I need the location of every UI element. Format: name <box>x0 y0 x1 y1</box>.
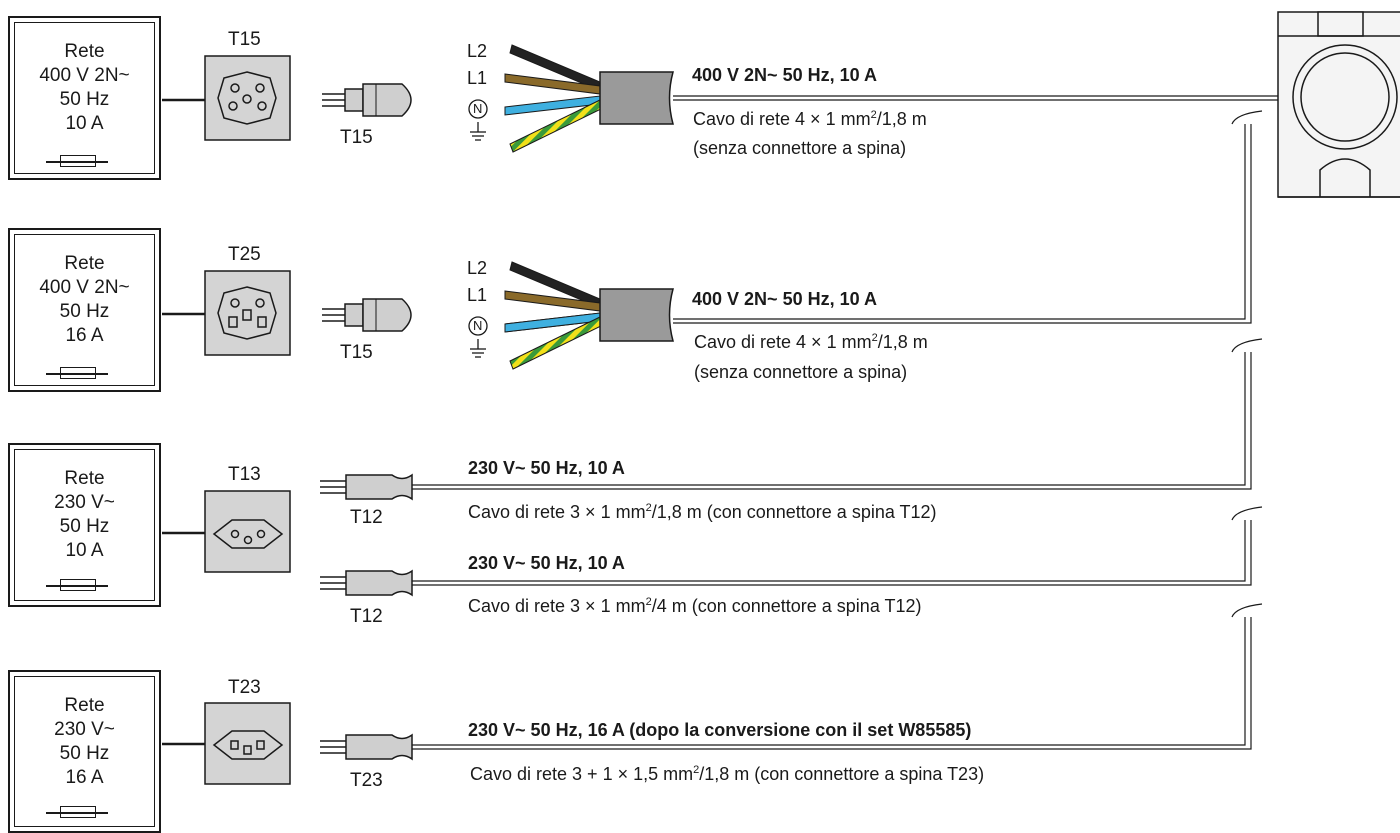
plug-t12-icon <box>320 569 413 597</box>
plug-label: T23 <box>350 770 383 791</box>
supply-voltage: 400 V 2N~ <box>39 277 130 298</box>
wire-label-l1: L1 <box>467 285 488 305</box>
socket-label: T25 <box>228 244 261 265</box>
supply-box-3: Rete 230 V~ 50 Hz 10 A <box>8 443 161 607</box>
socket-t23-icon <box>204 702 291 785</box>
plug-t12-icon <box>320 473 413 501</box>
socket-t15-icon <box>204 55 291 141</box>
earth-icon <box>470 339 486 358</box>
cable-description: Cavo di rete 3 + 1 × 1,5 mm2/1,8 m (con … <box>470 764 985 784</box>
supply-frequency: 50 Hz <box>59 89 110 110</box>
plug-label: T15 <box>340 127 373 148</box>
plug-t15-icon <box>322 298 412 332</box>
supply-box-1: Rete 400 V 2N~ 50 Hz 10 A <box>8 16 161 180</box>
wire-fan-2 <box>504 261 674 370</box>
supply-box-2: Rete 400 V 2N~ 50 Hz 16 A <box>8 228 161 392</box>
fuse-icon <box>60 155 96 167</box>
supply-current: 16 A <box>65 325 104 346</box>
neutral-icon <box>468 99 488 119</box>
supply-title: Rete <box>64 41 105 62</box>
supply-current: 10 A <box>65 540 104 561</box>
socket-label: T13 <box>228 464 261 485</box>
plug-label: T12 <box>350 606 383 627</box>
wire-label-l2: L2 <box>467 41 488 61</box>
supply-title: Rete <box>64 468 105 489</box>
socket-t25-icon <box>204 270 291 356</box>
appliance-icon <box>1277 11 1400 198</box>
supply-title: Rete <box>64 253 105 274</box>
cable-description: Cavo di rete 3 × 1 mm2/4 m (con connetto… <box>468 596 922 616</box>
socket-t13-icon <box>204 490 291 573</box>
socket-label: T15 <box>228 29 261 50</box>
earth-icon <box>470 122 486 141</box>
cable-description-note: (senza connettore a spina) <box>693 138 907 158</box>
cable-description: Cavo di rete 4 × 1 mm2/1,8 m <box>694 332 928 352</box>
cable-rating: 230 V~ 50 Hz, 10 A <box>468 458 625 478</box>
cable-rating: 400 V 2N~ 50 Hz, 10 A <box>692 65 877 85</box>
cable-rating: 230 V~ 50 Hz, 10 A <box>468 553 625 573</box>
wire-fan-1 <box>504 44 674 153</box>
cable-description: Cavo di rete 4 × 1 mm2/1,8 m <box>693 109 927 129</box>
supply-voltage: 230 V~ <box>54 492 115 513</box>
wire-label-l2: L2 <box>467 258 488 278</box>
plug-t15-icon <box>322 83 412 117</box>
supply-frequency: 50 Hz <box>59 743 110 764</box>
plug-t23-icon <box>320 733 413 761</box>
plug-label: T15 <box>340 342 373 363</box>
plug-label: T12 <box>350 507 383 528</box>
supply-voltage: 400 V 2N~ <box>39 65 130 86</box>
fuse-icon <box>60 579 96 591</box>
cable-rating: 400 V 2N~ 50 Hz, 10 A <box>692 289 877 309</box>
supply-connectors <box>162 98 205 746</box>
supply-title: Rete <box>64 695 105 716</box>
supply-box-4: Rete 230 V~ 50 Hz 16 A <box>8 670 161 833</box>
supply-voltage: 230 V~ <box>54 719 115 740</box>
supply-frequency: 50 Hz <box>59 301 110 322</box>
cable-rating: 230 V~ 50 Hz, 16 A (dopo la conversione … <box>468 720 972 740</box>
fuse-icon <box>60 367 96 379</box>
supply-current: 16 A <box>65 767 104 788</box>
wire-label-n: N <box>473 318 483 333</box>
neutral-icon <box>468 316 488 336</box>
cable-description: Cavo di rete 3 × 1 mm2/1,8 m (con connet… <box>468 502 937 522</box>
wire-label-n: N <box>473 101 483 116</box>
socket-label: T23 <box>228 677 261 698</box>
cable-lines <box>412 95 1278 750</box>
cable-description-note: (senza connettore a spina) <box>694 362 908 382</box>
wire-label-l1: L1 <box>467 68 488 88</box>
fuse-icon <box>60 806 96 818</box>
supply-frequency: 50 Hz <box>59 516 110 537</box>
supply-current: 10 A <box>65 113 104 134</box>
